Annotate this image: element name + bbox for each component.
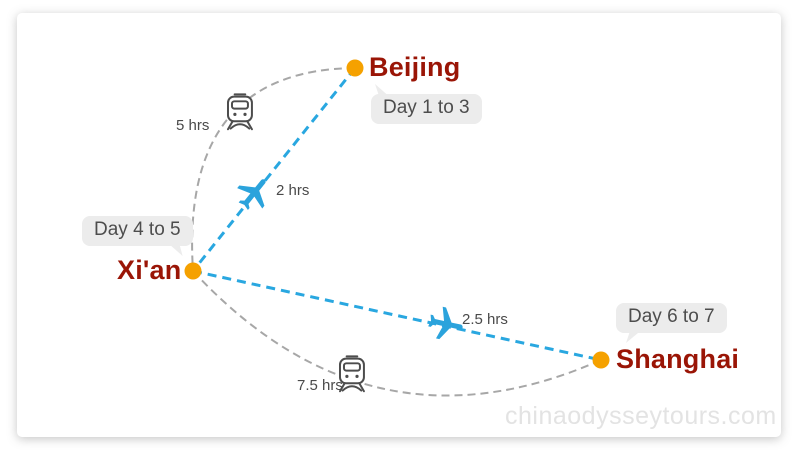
city-label-beijing: Beijing <box>369 52 461 82</box>
flight-route-beijing-xian <box>191 67 357 272</box>
duration-train-xian-shanghai: 7.5 hrs <box>297 377 343 394</box>
day-bubble-xian: Day 4 to 5 <box>82 216 193 246</box>
city-label-xian: Xi'an <box>117 255 182 285</box>
plane-icon-xian-shanghai <box>426 304 466 344</box>
city-dot-beijing <box>346 59 364 77</box>
plane-icon-beijing-xian <box>230 169 278 217</box>
city-label-shanghai: Shanghai <box>616 344 740 374</box>
duration-flight-xian-shanghai: 2.5 hrs <box>462 311 508 328</box>
train-icon-xian-shanghai <box>338 355 365 393</box>
city-dot-shanghai <box>592 351 610 369</box>
watermark-text: chinaodysseytours.com <box>505 402 777 430</box>
train-route-beijing-xian <box>191 67 356 272</box>
flight-route-xian-shanghai <box>192 269 602 362</box>
train-icon-beijing-xian <box>226 93 253 131</box>
city-dot-xian <box>184 262 202 280</box>
day-bubble-shanghai: Day 6 to 7 <box>616 303 727 333</box>
duration-train-beijing-xian: 5 hrs <box>176 117 210 134</box>
day-bubble-beijing: Day 1 to 3 <box>371 94 482 124</box>
train-route-xian-shanghai <box>192 270 602 397</box>
duration-flight-beijing-xian: 2 hrs <box>276 182 310 199</box>
